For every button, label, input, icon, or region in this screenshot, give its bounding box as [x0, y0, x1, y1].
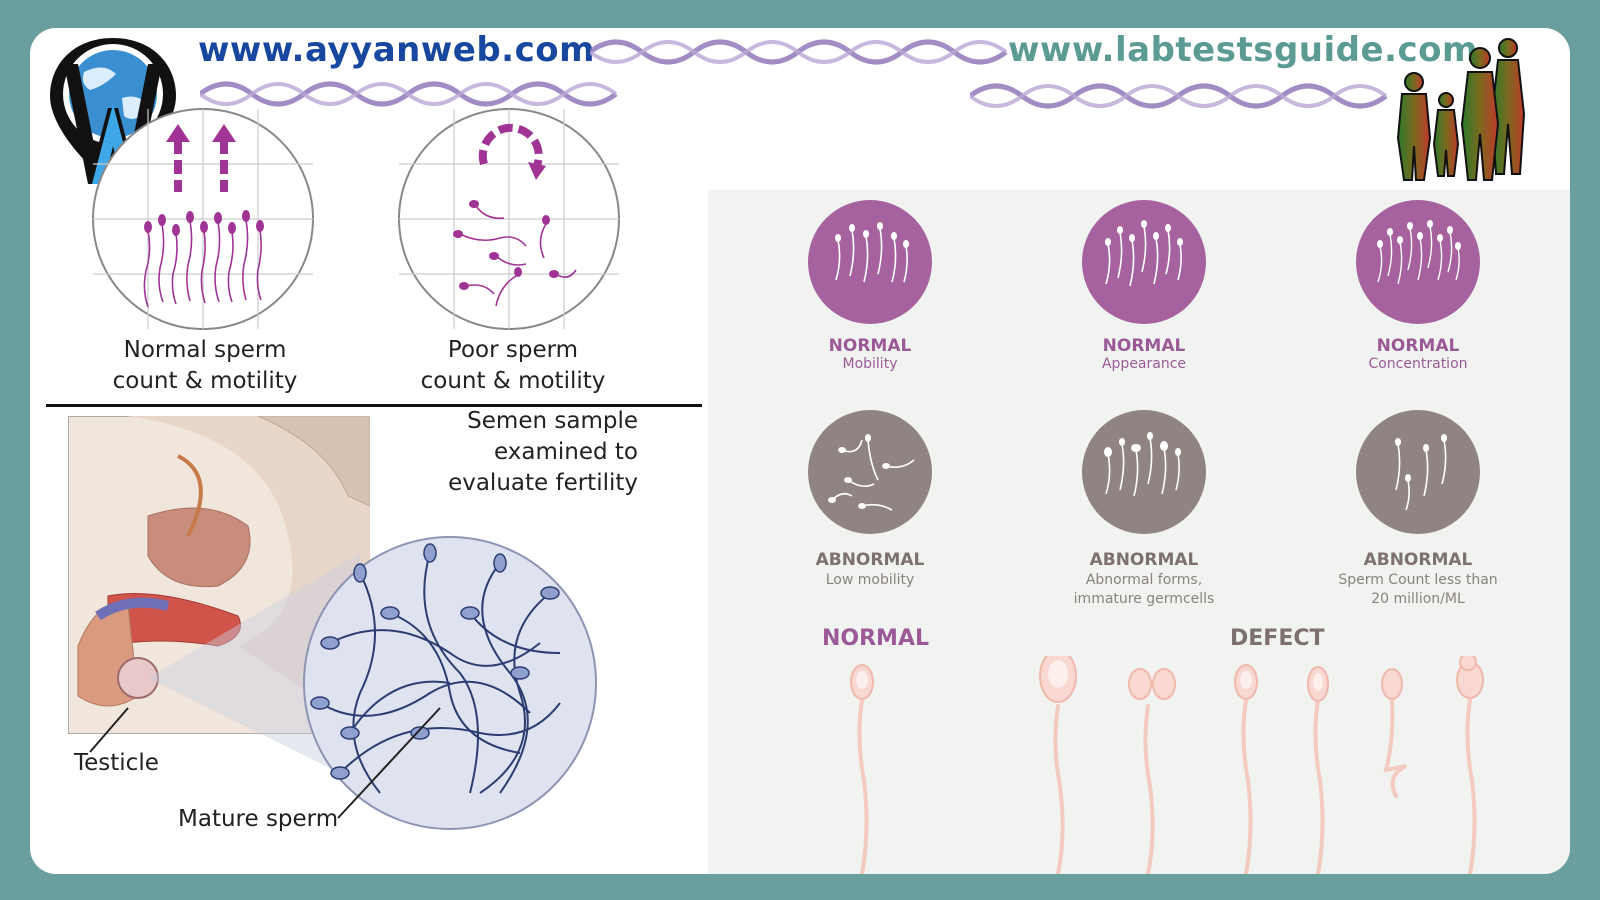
infographic-card: www.ayyanweb.com www.labtestsguide.com — [30, 28, 1570, 874]
family-silhouette-icon — [1396, 38, 1526, 181]
label-pointer-lines — [89, 707, 441, 819]
poor-sperm-microscope-view — [398, 108, 620, 330]
card-title-abnormal-low-mobility: ABNORMAL — [815, 550, 925, 570]
normal-appearance-circle-icon — [1082, 200, 1206, 324]
card-title-normal-mobility: NORMAL — [828, 336, 912, 356]
mature-sperm-label: Mature sperm — [178, 806, 339, 832]
normal-sperm-caption: Normal sperm count & motility — [112, 337, 298, 394]
wave-decoration-center — [590, 39, 1008, 65]
wave-decoration-left — [200, 81, 618, 107]
ayyanweb-url[interactable]: www.ayyanweb.com — [198, 30, 596, 70]
semen-sample-caption: Semen sample examined to evaluate fertil… — [448, 408, 638, 496]
defect-section-heading: DEFECT — [1230, 626, 1325, 651]
semen-analysis-panel: NORMAL Mobility NORMAL Appearance NORMAL… — [708, 190, 1570, 874]
abnormal-forms-circle-icon — [1082, 410, 1206, 534]
card-title-abnormal-forms: ABNORMAL — [1089, 550, 1199, 570]
poor-sperm-caption: Poor sperm count & motility — [420, 337, 606, 394]
abnormal-low-mobility-circle-icon — [808, 410, 932, 534]
card-sub-normal-appearance: Appearance — [1101, 356, 1187, 372]
card-sub-abnormal-forms: Abnormal forms, immature germcells — [1073, 572, 1215, 607]
card-sub-normal-mobility: Mobility — [842, 356, 898, 372]
card-title-normal-appearance: NORMAL — [1102, 336, 1186, 356]
card-title-normal-concentration: NORMAL — [1376, 336, 1460, 356]
card-sub-normal-concentration: Concentration — [1368, 356, 1468, 372]
testicle-label: Testicle — [74, 750, 159, 776]
card-title-abnormal-count: ABNORMAL — [1363, 550, 1473, 570]
normal-sperm-microscope-view — [92, 108, 314, 330]
wave-decoration-right — [970, 83, 1388, 109]
card-sub-abnormal-low-mobility: Low mobility — [825, 572, 915, 588]
normal-concentration-circle-icon — [1356, 200, 1480, 324]
normal-section-heading: NORMAL — [822, 626, 929, 651]
section-divider — [46, 404, 702, 407]
mature-sperm-magnified-view — [303, 536, 597, 830]
normal-mobility-circle-icon — [808, 200, 932, 324]
abnormal-count-circle-icon — [1356, 410, 1480, 534]
labtestsguide-url[interactable]: www.labtestsguide.com — [1008, 30, 1478, 70]
sperm-morphology-row — [850, 656, 1484, 874]
card-sub-abnormal-count: Sperm Count less than 20 million/ML — [1338, 572, 1498, 607]
